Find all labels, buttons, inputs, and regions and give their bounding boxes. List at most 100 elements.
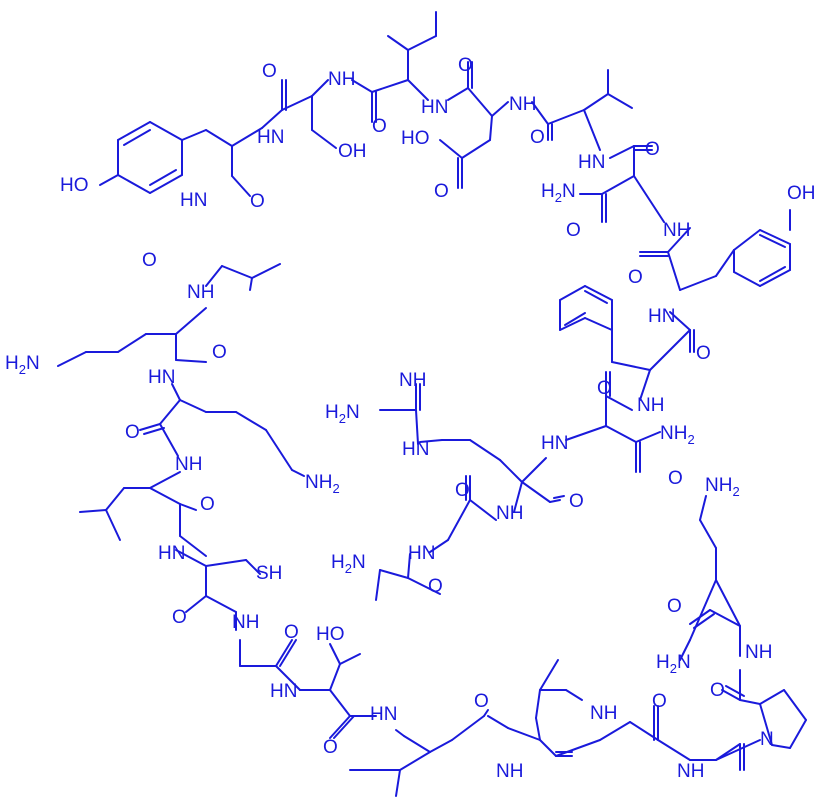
bond-line — [679, 275, 717, 291]
bond-line — [583, 109, 601, 151]
bond-line — [565, 425, 607, 441]
bond-line — [451, 715, 485, 741]
bond-line — [565, 689, 583, 701]
bond-line — [447, 87, 469, 101]
bond-line — [467, 87, 493, 117]
bond-line — [281, 95, 313, 111]
bond-line — [699, 519, 717, 549]
amine-label-lys3: NH2 — [705, 475, 740, 499]
amide-nh-label: NH — [328, 69, 355, 90]
bond-line — [733, 271, 761, 287]
guanidine-nh-label-arg: HN — [402, 439, 429, 460]
bond-line — [709, 609, 741, 627]
amide-nh-label: NH — [232, 612, 259, 633]
bond-line — [251, 263, 281, 279]
bond-line — [789, 719, 807, 749]
carbonyl-oxygen-label: O — [696, 343, 711, 364]
bond-line — [403, 735, 431, 753]
amide-nh-label: NH — [496, 503, 523, 524]
bond-line — [261, 109, 283, 129]
bond-line — [375, 569, 381, 601]
bond-line — [419, 439, 443, 443]
bond-line — [431, 589, 441, 595]
carbonyl-oxygen-label: O — [668, 468, 683, 489]
bond-line — [235, 411, 267, 431]
bond-line — [499, 459, 523, 483]
bond-line — [407, 35, 437, 51]
bond-line — [123, 129, 151, 146]
carbonyl-oxygen-label: O — [372, 116, 387, 137]
amide-nh-label: NH — [175, 454, 202, 475]
carbonyl-oxygen-label: O — [428, 576, 443, 597]
bond-line — [205, 559, 247, 567]
amide-hn-label: HN — [148, 367, 175, 388]
bond-line — [649, 329, 691, 371]
bond-line — [759, 234, 786, 248]
bond-line — [159, 423, 179, 457]
bond-line — [733, 229, 761, 251]
carbonyl-oxygen-label: O — [474, 691, 489, 712]
carbonyl-oxygen-label: O — [262, 61, 277, 82]
bond-line — [149, 169, 177, 186]
bond-line — [395, 769, 401, 797]
hydroxyl-label-thr: HO — [316, 624, 345, 645]
amide-nh-label: NH — [745, 642, 772, 663]
atom-label-layer: HO OH OH HO HO SH H2N H2N NH2 H2N NH HN … — [5, 55, 816, 782]
bond-line — [333, 715, 355, 739]
bond-line — [639, 369, 651, 401]
bond-line — [117, 333, 147, 353]
amide-hn-label: HN — [408, 543, 435, 564]
bond-line — [469, 439, 501, 461]
bond-line — [539, 739, 557, 757]
amine-label-asn1: H2N — [541, 181, 576, 205]
carbonyl-oxygen-label: O — [645, 139, 660, 160]
bond-line — [759, 229, 791, 245]
bond-line — [759, 266, 786, 282]
bond-line — [79, 509, 107, 513]
bond-line — [669, 311, 691, 331]
bond-line — [171, 383, 181, 401]
bond-line — [469, 499, 497, 521]
carbonyl-oxygen-label: O — [569, 491, 584, 512]
bond-line — [601, 175, 635, 195]
bond-line — [607, 93, 633, 109]
carbonyl-oxygen-label: O — [172, 607, 187, 628]
carbonyl-oxygen-label: O — [530, 127, 545, 148]
amide-hn-label: HN — [578, 152, 605, 173]
amide-hn-label: HN — [421, 97, 448, 118]
bond-line — [275, 639, 293, 667]
bond-line — [149, 174, 183, 194]
bond-line — [175, 359, 207, 363]
bond-line — [513, 481, 523, 513]
bond-line — [553, 495, 565, 499]
bond-line — [611, 361, 651, 371]
amine-label-arg: H2N — [325, 402, 360, 426]
bond-line — [693, 613, 715, 629]
carbonyl-oxygen-label: O — [710, 680, 725, 701]
amide-hn-label: HN — [541, 433, 568, 454]
amide-nh-label: NH — [496, 761, 523, 782]
bond-line — [491, 101, 509, 117]
bond-line — [679, 639, 691, 661]
bond-line — [535, 689, 541, 719]
bond-line — [339, 653, 361, 665]
carbonyl-oxygen-label: O — [323, 737, 338, 758]
bond-line — [535, 717, 541, 741]
bond-line — [759, 703, 773, 746]
bond-line — [531, 101, 549, 125]
bond-line — [149, 471, 181, 489]
bond-line — [231, 175, 251, 197]
bond-line — [117, 174, 151, 194]
bond-line — [415, 409, 419, 445]
bond-line — [139, 423, 161, 431]
bond-line — [407, 553, 411, 579]
bond-line — [547, 109, 585, 125]
bond-line — [329, 689, 351, 717]
bond-line — [584, 290, 608, 304]
bond-line — [605, 395, 633, 411]
bond-line — [549, 499, 561, 503]
carbonyl-oxygen-label: O — [434, 181, 449, 202]
bond-line — [407, 577, 433, 591]
bond-line — [715, 249, 735, 277]
